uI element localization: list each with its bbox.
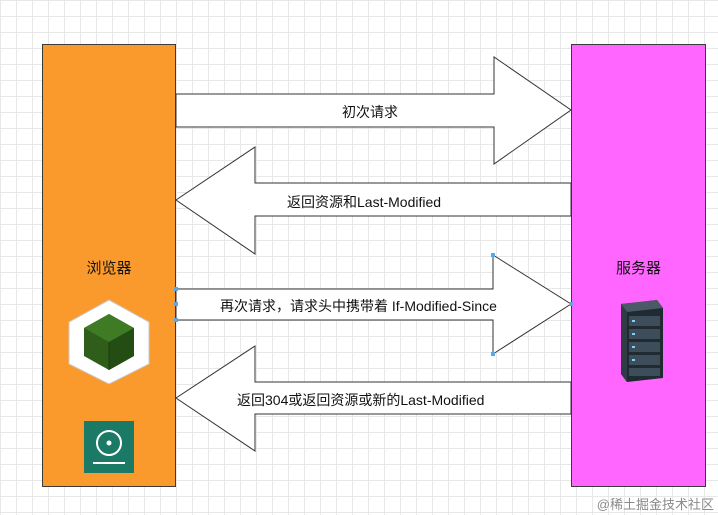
cube-icon (68, 299, 150, 385)
request-arrow-1 (175, 56, 572, 165)
response-arrow-1 (175, 146, 572, 255)
arrow-label-4: 返回304或返回资源或新的Last-Modified (237, 392, 485, 408)
arrow-label-2: 返回资源和Last-Modified (287, 194, 442, 210)
watermark: @稀土掘金技术社区 (596, 497, 714, 512)
browser-label: 浏览器 (86, 260, 132, 277)
request-arrow-2 (175, 254, 572, 355)
server-rack-icon (621, 300, 663, 382)
server-node: 服务器 (571, 44, 706, 487)
arrow-label-3: 再次请求，请求头中携带着 If-Modified-Since (220, 298, 497, 314)
disc-app-icon (84, 421, 134, 473)
browser-node: 浏览器 (42, 44, 176, 487)
selection-handles (174, 253, 573, 356)
response-arrow-2 (175, 345, 572, 452)
server-label: 服务器 (615, 260, 661, 277)
arrow-label-1: 初次请求 (342, 104, 398, 120)
